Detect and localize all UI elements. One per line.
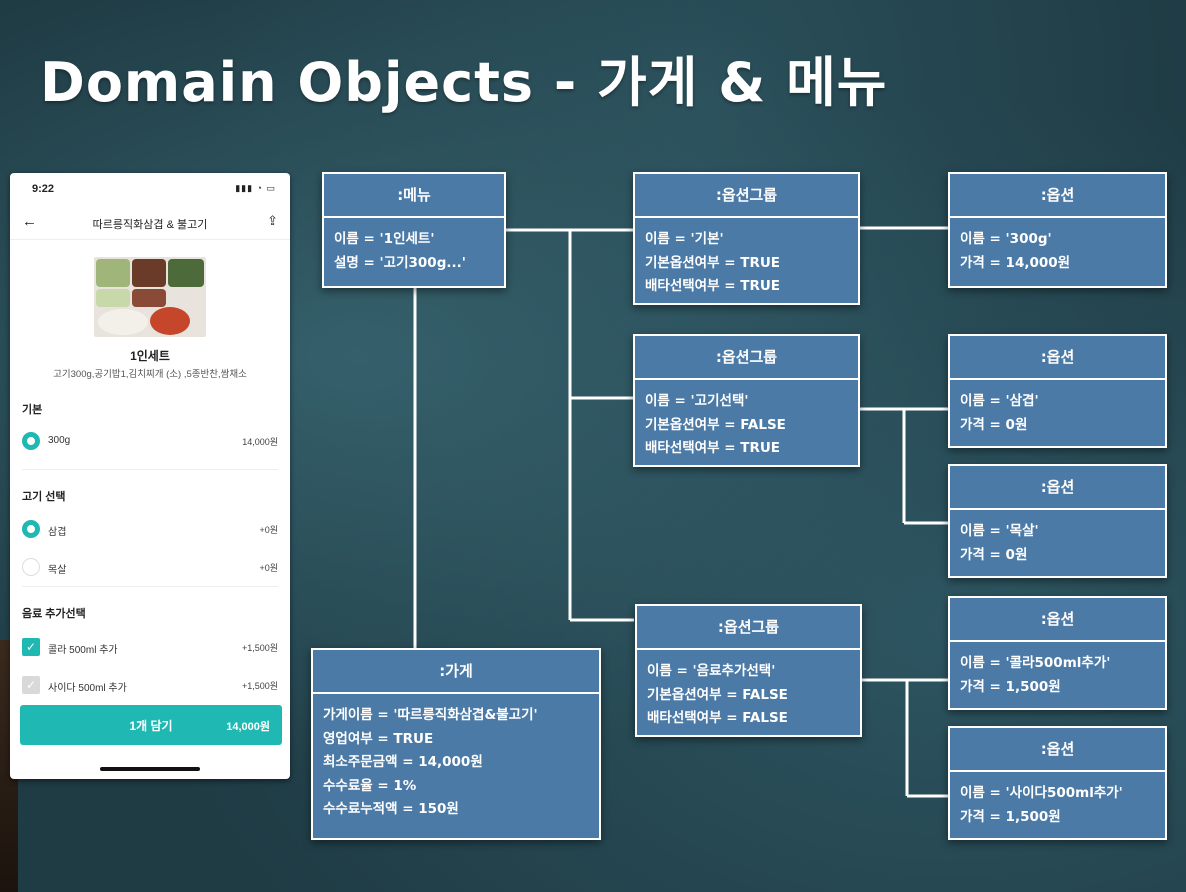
box-attribute: 가격 = 1,500원 [960, 678, 1061, 695]
option-group-title: 고기 선택 [22, 491, 66, 503]
box-attribute: 최소주문금액 = 14,000원 [323, 754, 483, 770]
box-attribute: 기본옵션여부 = TRUE [645, 254, 781, 271]
option-price: +0원 [259, 563, 278, 573]
option-price: +1,500원 [241, 681, 278, 691]
back-arrow-icon[interactable]: ← [22, 213, 37, 230]
checkbox-checked-icon[interactable]: ✓ [22, 638, 40, 656]
box-header: :메뉴 [324, 174, 504, 218]
option-group-box: :옵션그룹 이름 = '기본' 기본옵션여부 = TRUE 배타선택여부 = T… [633, 172, 860, 305]
store-object-box: :가게 가게이름 = '따르릉직화삼겹&불고기' 영업여부 = TRUE 최소주… [311, 648, 601, 840]
box-attribute: 이름 = '1인세트' [334, 231, 435, 247]
option-row[interactable]: 목살 +0원 [22, 558, 278, 580]
option-label: 콜라 500ml 추가 [48, 645, 118, 656]
phone-screenshot: 9:22 ▮▮▮ ◔ ▭ ← 따르릉직화삼겹 & 불고기 ⇪ 1인세트 고기30… [10, 173, 290, 779]
option-group-box: :옵션그룹 이름 = '음료추가선택' 기본옵션여부 = FALSE 배타선택여… [635, 604, 862, 737]
box-attribute: 이름 = '고기선택' [645, 393, 749, 409]
box-attribute: 이름 = '콜라500ml추가' [960, 655, 1111, 671]
food-photo [94, 257, 206, 337]
box-attribute: 가격 = 14,000원 [960, 254, 1071, 271]
status-time: 9:22 [32, 183, 55, 195]
box-attribute: 수수료누적액 = 150원 [323, 801, 459, 817]
box-attribute: 수수료율 = 1% [323, 777, 417, 794]
option-object-box: :옵션 이름 = '사이다500ml추가' 가격 = 1,500원 [948, 726, 1167, 840]
box-attribute: 가격 = 1,500원 [960, 808, 1061, 825]
box-attribute: 영업여부 = TRUE [323, 730, 434, 747]
box-attribute: 설명 = '고기300g...' [334, 254, 466, 271]
box-header: :가게 [313, 650, 599, 694]
box-header: :옵션 [950, 336, 1165, 380]
box-attribute: 기본옵션여부 = FALSE [645, 416, 786, 433]
option-object-box: :옵션 이름 = '300g' 가격 = 14,000원 [948, 172, 1167, 288]
option-price: +0원 [259, 525, 278, 535]
box-attribute: 기본옵션여부 = FALSE [647, 686, 788, 703]
item-description: 고기300g,공기밥1,김치찌개 (소) ,5종반찬,쌈채소 [53, 369, 247, 380]
share-icon[interactable]: ⇪ [267, 213, 278, 228]
option-row[interactable]: 300g 14,000원 [22, 432, 278, 454]
box-attribute: 가격 = 0원 [960, 546, 1028, 563]
option-price: 14,000원 [242, 437, 278, 447]
option-row[interactable]: ✓ 사이다 500ml 추가 +1,500원 [22, 676, 278, 698]
box-header: :옵션 [950, 598, 1165, 642]
checkbox-unchecked-icon[interactable]: ✓ [22, 676, 40, 694]
radio-selected-icon[interactable] [22, 432, 40, 450]
box-attribute: 이름 = '삼겹' [960, 393, 1039, 409]
option-label: 사이다 500ml 추가 [48, 683, 127, 694]
item-name: 1인세트 [130, 349, 170, 363]
nav-divider [10, 239, 290, 240]
option-price: +1,500원 [241, 643, 278, 653]
box-attribute: 이름 = '300g' [960, 231, 1052, 247]
add-to-cart-button[interactable]: 1개 담기 14,000원 [20, 705, 282, 745]
radio-unselected-icon[interactable] [22, 558, 40, 576]
option-group-title: 기본 [22, 404, 43, 416]
box-attribute: 배타선택여부 = FALSE [647, 710, 788, 726]
box-attribute: 이름 = '음료추가선택' [647, 663, 776, 679]
status-icons: ▮▮▮ ◔ ▭ [235, 183, 276, 193]
option-row[interactable]: 삼겹 +0원 [22, 520, 278, 542]
option-group-box: :옵션그룹 이름 = '고기선택' 기본옵션여부 = FALSE 배타선택여부 … [633, 334, 860, 467]
menu-object-box: :메뉴 이름 = '1인세트' 설명 = '고기300g...' [322, 172, 506, 288]
option-group-title: 음료 추가선택 [22, 608, 86, 620]
cart-button-label: 1개 담기 [129, 719, 173, 733]
box-attribute: 가격 = 0원 [960, 416, 1028, 433]
box-attribute: 배타선택여부 = TRUE [645, 278, 781, 294]
option-label: 삼겹 [48, 527, 67, 538]
box-header: :옵션 [950, 466, 1165, 510]
option-object-box: :옵션 이름 = '삼겹' 가격 = 0원 [948, 334, 1167, 448]
box-attribute: 이름 = '사이다500ml추가' [960, 785, 1123, 801]
option-object-box: :옵션 이름 = '목살' 가격 = 0원 [948, 464, 1167, 578]
radio-selected-icon[interactable] [22, 520, 40, 538]
box-header: :옵션 [950, 728, 1165, 772]
app-nav-bar: ← 따르릉직화삼겹 & 불고기 ⇪ [10, 213, 290, 237]
section-divider [22, 469, 278, 470]
box-header: :옵션그룹 [635, 336, 858, 380]
box-attribute: 배타선택여부 = TRUE [645, 440, 781, 456]
home-indicator [100, 767, 200, 771]
option-label: 300g [48, 435, 71, 446]
store-title: 따르릉직화삼겹 & 불고기 [92, 219, 208, 231]
box-attribute: 이름 = '목살' [960, 523, 1039, 539]
cart-button-price: 14,000원 [226, 721, 270, 733]
box-attribute: 가게이름 = '따르릉직화삼겹&불고기' [323, 707, 538, 723]
section-divider [22, 586, 278, 587]
box-header: :옵션그룹 [635, 174, 858, 218]
box-header: :옵션그룹 [637, 606, 860, 650]
box-attribute: 이름 = '기본' [645, 231, 724, 247]
slide-title: Domain Objects - 가게 & 메뉴 [40, 51, 888, 114]
option-object-box: :옵션 이름 = '콜라500ml추가' 가격 = 1,500원 [948, 596, 1167, 710]
option-row[interactable]: ✓ 콜라 500ml 추가 +1,500원 [22, 638, 278, 660]
option-label: 목살 [48, 565, 67, 576]
box-header: :옵션 [950, 174, 1165, 218]
